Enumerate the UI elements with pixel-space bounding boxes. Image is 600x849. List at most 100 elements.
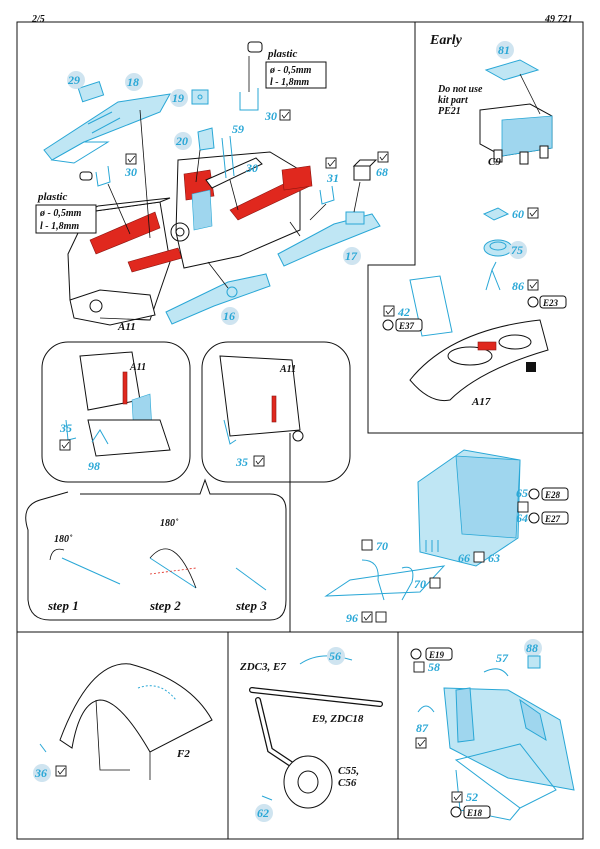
step-1: 180˚ step 1	[47, 534, 121, 613]
svg-text:98: 98	[88, 459, 100, 473]
kit-part-c9	[479, 103, 553, 165]
pe-number-70-upper: 70	[361, 539, 388, 553]
pe-number-18: 18	[125, 73, 143, 91]
svg-text:plastic: plastic	[37, 191, 67, 203]
leader-lines	[107, 109, 361, 289]
early-note-2: kit part	[438, 95, 469, 106]
svg-text:ø - 0,5mm: ø - 0,5mm	[269, 65, 312, 76]
svg-text:17: 17	[345, 249, 358, 263]
svg-text:E27: E27	[544, 514, 561, 524]
kit-part-c56-label: C56	[338, 777, 357, 789]
pe-part-42	[409, 275, 453, 337]
svg-text:75: 75	[511, 243, 523, 257]
detail-right: A11 35	[201, 341, 351, 483]
svg-text:65: 65	[516, 486, 528, 500]
kit-cockpit-tub	[67, 151, 313, 326]
pe-part-30-top	[239, 56, 259, 111]
pe-number-16: 16	[221, 307, 239, 325]
pe-part-68	[352, 159, 378, 181]
f2-canopy-section: F2 36	[33, 663, 213, 782]
pe-part-31	[319, 185, 335, 205]
pe-number-66: 66	[458, 551, 485, 565]
pe-part-62	[261, 795, 273, 801]
pe-part-86	[485, 261, 501, 291]
radio-rack-section: E19 58 57 88 87 52 E18	[410, 639, 575, 821]
pe-number-60: 60	[512, 207, 539, 221]
svg-text:35: 35	[59, 421, 72, 435]
kit-part-zdc3-label: ZDC3, E7	[239, 661, 286, 673]
page-number: 2/5	[32, 14, 45, 25]
pe-part-56	[299, 655, 353, 665]
pe-number-31: 31	[325, 157, 339, 185]
pe-part-60	[482, 207, 510, 221]
option-e18: E18	[450, 805, 491, 819]
svg-text:64: 64	[516, 511, 528, 525]
kit-part-a11-main: A11	[117, 321, 136, 333]
kit-part-a11-left: A11	[129, 362, 146, 373]
svg-text:step 1: step 1	[47, 598, 79, 613]
svg-text:E37: E37	[398, 321, 415, 331]
pe-number-59: 59	[232, 122, 244, 136]
svg-text:l - 1,8mm: l - 1,8mm	[270, 77, 309, 88]
pe-number-65: 65	[516, 486, 540, 500]
pe-number-62: 62	[255, 804, 273, 822]
pe-number-96: 96	[346, 611, 387, 625]
svg-text:81: 81	[498, 43, 510, 57]
pe-number-88: 88	[524, 639, 542, 669]
svg-text:60: 60	[512, 207, 524, 221]
svg-text:E18: E18	[466, 808, 483, 818]
svg-text:68: 68	[376, 165, 388, 179]
pe-number-19: 19	[170, 89, 188, 107]
early-section: Early Do not use kit part PE21 C9 81	[429, 33, 553, 168]
kit-part-e9-label: E9, ZDC18	[311, 713, 364, 725]
svg-text:180˚: 180˚	[160, 518, 179, 529]
svg-text:36: 36	[34, 766, 47, 780]
svg-text:62: 62	[257, 806, 269, 820]
svg-text:180˚: 180˚	[54, 534, 73, 545]
pe-number-30-top: 30	[264, 109, 291, 123]
pe-number-63: 63	[488, 551, 500, 565]
pe-part-59	[221, 135, 235, 179]
option-e27: E27	[541, 511, 569, 525]
pe-part-17	[277, 211, 381, 267]
pe-number-86: 86	[512, 279, 539, 293]
svg-text:19: 19	[172, 91, 184, 105]
option-e19: E19	[410, 647, 453, 661]
pe-number-57: 57	[496, 651, 509, 665]
svg-text:56: 56	[329, 649, 341, 663]
svg-text:96: 96	[346, 611, 358, 625]
svg-text:66: 66	[458, 551, 470, 565]
step-3: step 3	[235, 567, 267, 613]
svg-text:step 3: step 3	[235, 598, 267, 613]
svg-text:E28: E28	[544, 490, 561, 500]
set-code: 49 721	[545, 14, 573, 25]
pe-number-36: 36	[33, 764, 67, 782]
svg-text:30: 30	[264, 109, 277, 123]
pe-number-75: 75	[509, 241, 527, 259]
svg-text:30: 30	[124, 165, 137, 179]
option-e37: E37	[382, 318, 423, 332]
pe-number-52: 52	[451, 790, 478, 804]
svg-text:31: 31	[326, 171, 339, 185]
svg-text:ø - 0,5mm: ø - 0,5mm	[39, 208, 82, 219]
fold-steps: 180˚ step 1 180˚ step 2 step 3	[25, 478, 287, 621]
pe-number-56: 56	[327, 647, 345, 665]
pe-part-75	[483, 239, 513, 257]
svg-text:70: 70	[414, 577, 426, 591]
main-assembly-section: 29 18 19 20 59 30 30 30 31 68 17 16 plas…	[35, 41, 389, 333]
step-2: 180˚ step 2	[149, 518, 197, 613]
pe-part-20	[197, 127, 215, 151]
kit-part-a11-right: A11	[279, 364, 296, 375]
pe-part-81	[484, 59, 541, 115]
pe-number-20: 20	[174, 132, 192, 150]
kit-part-f2-label: F2	[176, 748, 190, 760]
pe-instrument-panel	[43, 81, 171, 164]
pe-number-64: 64	[516, 501, 540, 525]
pe-number-68: 68	[376, 151, 389, 179]
option-e23: E23	[527, 295, 567, 309]
pe-number-35-right: 35	[235, 455, 265, 469]
svg-text:88: 88	[526, 641, 538, 655]
plastic-note-top: plastic ø - 0,5mm l - 1,8mm	[265, 48, 327, 89]
pe-number-30-left: 30	[124, 153, 137, 179]
early-note-3: PE21	[438, 106, 461, 117]
